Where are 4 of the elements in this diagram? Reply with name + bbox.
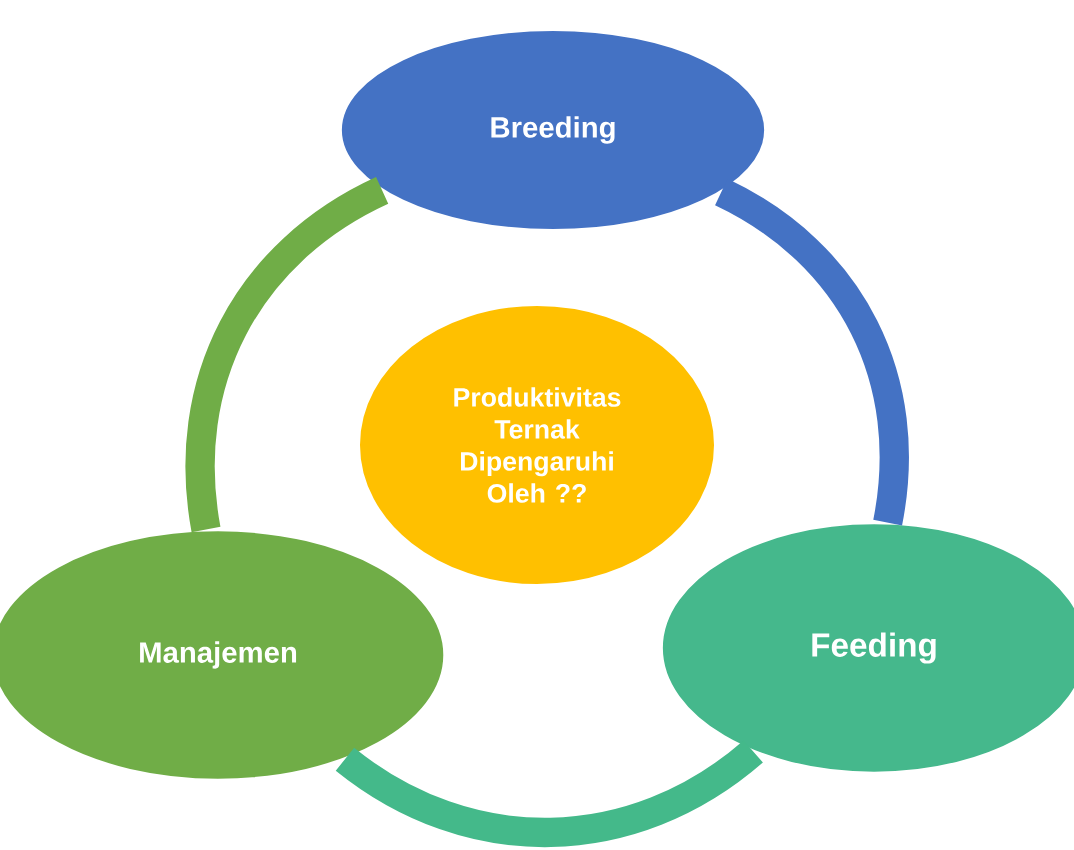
arc-band	[714, 179, 909, 525]
ellipse-node: Feeding	[660, 522, 1074, 774]
ellipse-node: Breeding	[339, 29, 767, 231]
arc-band	[185, 177, 389, 532]
